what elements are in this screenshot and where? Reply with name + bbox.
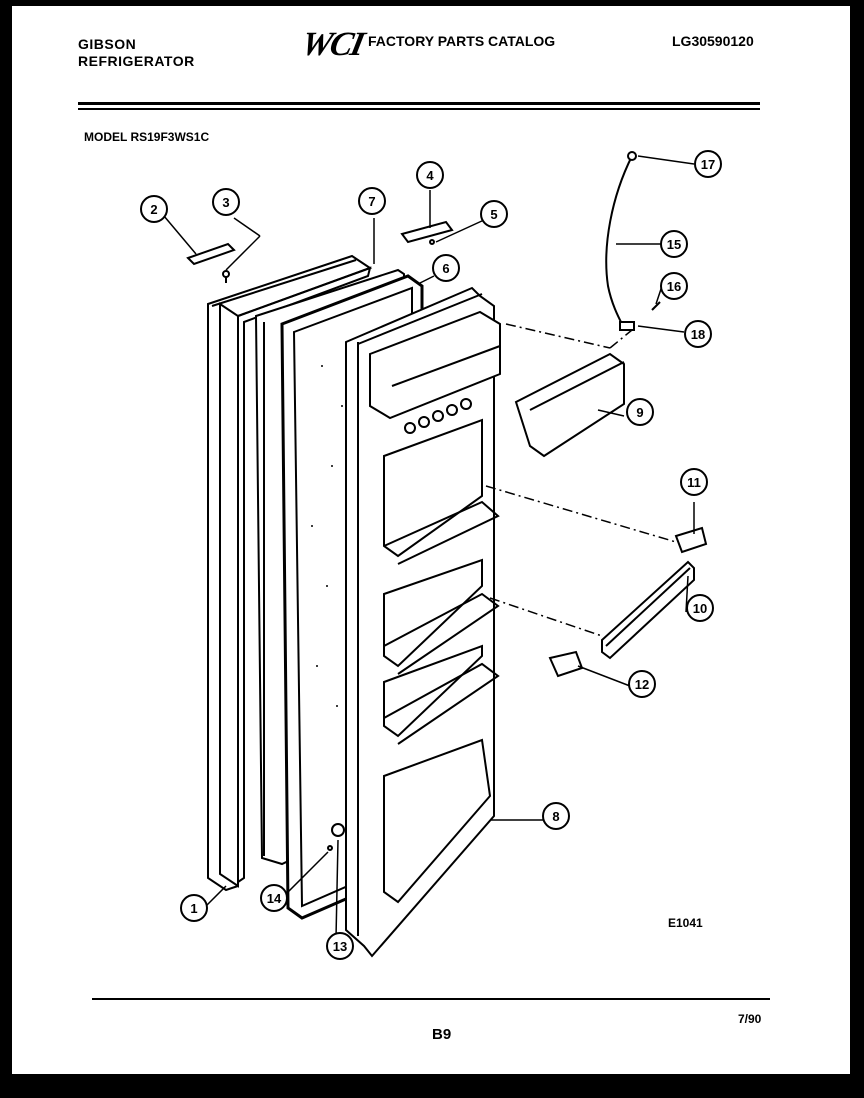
callout-12: 12 xyxy=(628,670,656,698)
exploded-door-diagram: 1 2 3 4 5 6 7 8 9 10 11 12 13 14 15 16 1… xyxy=(140,150,722,960)
page-number: B9 xyxy=(432,1026,452,1043)
model-label: MODEL RS19F3WS1C xyxy=(84,130,210,144)
door-liner xyxy=(345,286,501,958)
rail-end-cap-11 xyxy=(674,526,708,554)
product-type: REFRIGERATOR xyxy=(78,53,195,69)
callout-label: 5 xyxy=(490,207,497,222)
callout-6: 6 xyxy=(432,254,460,282)
callout-16: 16 xyxy=(660,272,688,300)
wire-harness-15 xyxy=(605,151,637,331)
callout-3: 3 xyxy=(212,188,240,216)
callout-label: 2 xyxy=(150,202,157,217)
callout-11: 11 xyxy=(680,468,708,496)
callout-10: 10 xyxy=(686,594,714,622)
catalog-title: FACTORY PARTS CATALOG xyxy=(368,33,556,49)
drawing-code: E1041 xyxy=(668,916,703,930)
callout-label: 4 xyxy=(426,168,434,183)
header-rule xyxy=(78,102,760,105)
header-rule-thin xyxy=(78,108,760,110)
callout-9: 9 xyxy=(626,398,654,426)
callout-14: 14 xyxy=(260,884,288,912)
callout-4: 4 xyxy=(416,161,444,189)
hinge-cap-2 xyxy=(186,242,236,266)
alignment-lines xyxy=(485,323,677,637)
callout-17: 17 xyxy=(694,150,722,178)
callout-label: 3 xyxy=(222,195,229,210)
callout-5: 5 xyxy=(480,200,508,228)
leader-lines xyxy=(163,155,695,939)
callout-2: 2 xyxy=(140,195,168,223)
screw-3 xyxy=(222,270,230,283)
callout-13: 13 xyxy=(326,932,354,960)
callout-label: 14 xyxy=(267,891,282,906)
callout-label: 15 xyxy=(667,237,681,252)
callout-label: 8 xyxy=(552,809,559,824)
callout-label: 1 xyxy=(190,901,197,916)
callout-18: 18 xyxy=(684,320,712,348)
callout-label: 13 xyxy=(333,939,347,954)
screw-16 xyxy=(651,301,661,311)
callout-label: 10 xyxy=(693,601,707,616)
callout-label: 11 xyxy=(687,475,701,490)
dairy-door-9 xyxy=(514,352,625,458)
callout-8: 8 xyxy=(542,802,570,830)
footer-rule xyxy=(92,998,770,1000)
shelf-rail-10 xyxy=(601,560,695,660)
callout-label: 18 xyxy=(691,327,705,342)
callouts: 1 2 3 4 5 6 7 8 9 10 11 12 13 14 15 16 1… xyxy=(140,150,722,960)
callout-label: 12 xyxy=(635,677,649,692)
callout-7: 7 xyxy=(358,187,386,215)
callout-1: 1 xyxy=(180,894,208,922)
parts-sheet: GIBSON REFRIGERATOR WCI FACTORY PARTS CA… xyxy=(12,6,850,1074)
screw-5 xyxy=(429,239,435,245)
callout-label: 7 xyxy=(368,194,375,209)
callout-label: 9 xyxy=(636,405,643,420)
callout-label: 6 xyxy=(442,261,449,276)
callout-15: 15 xyxy=(660,230,688,258)
rail-end-cap-12 xyxy=(548,650,584,678)
door-stop-13 xyxy=(331,823,345,837)
dairy-buttons xyxy=(404,398,472,434)
revision-date: 7/90 xyxy=(738,1012,762,1026)
catalog-number: LG30590120 xyxy=(672,33,754,49)
brand-name: GIBSON xyxy=(78,36,137,52)
callout-label: 17 xyxy=(701,157,715,172)
callout-label: 16 xyxy=(667,279,681,294)
screw-14 xyxy=(327,845,333,851)
trim-4 xyxy=(400,220,454,244)
